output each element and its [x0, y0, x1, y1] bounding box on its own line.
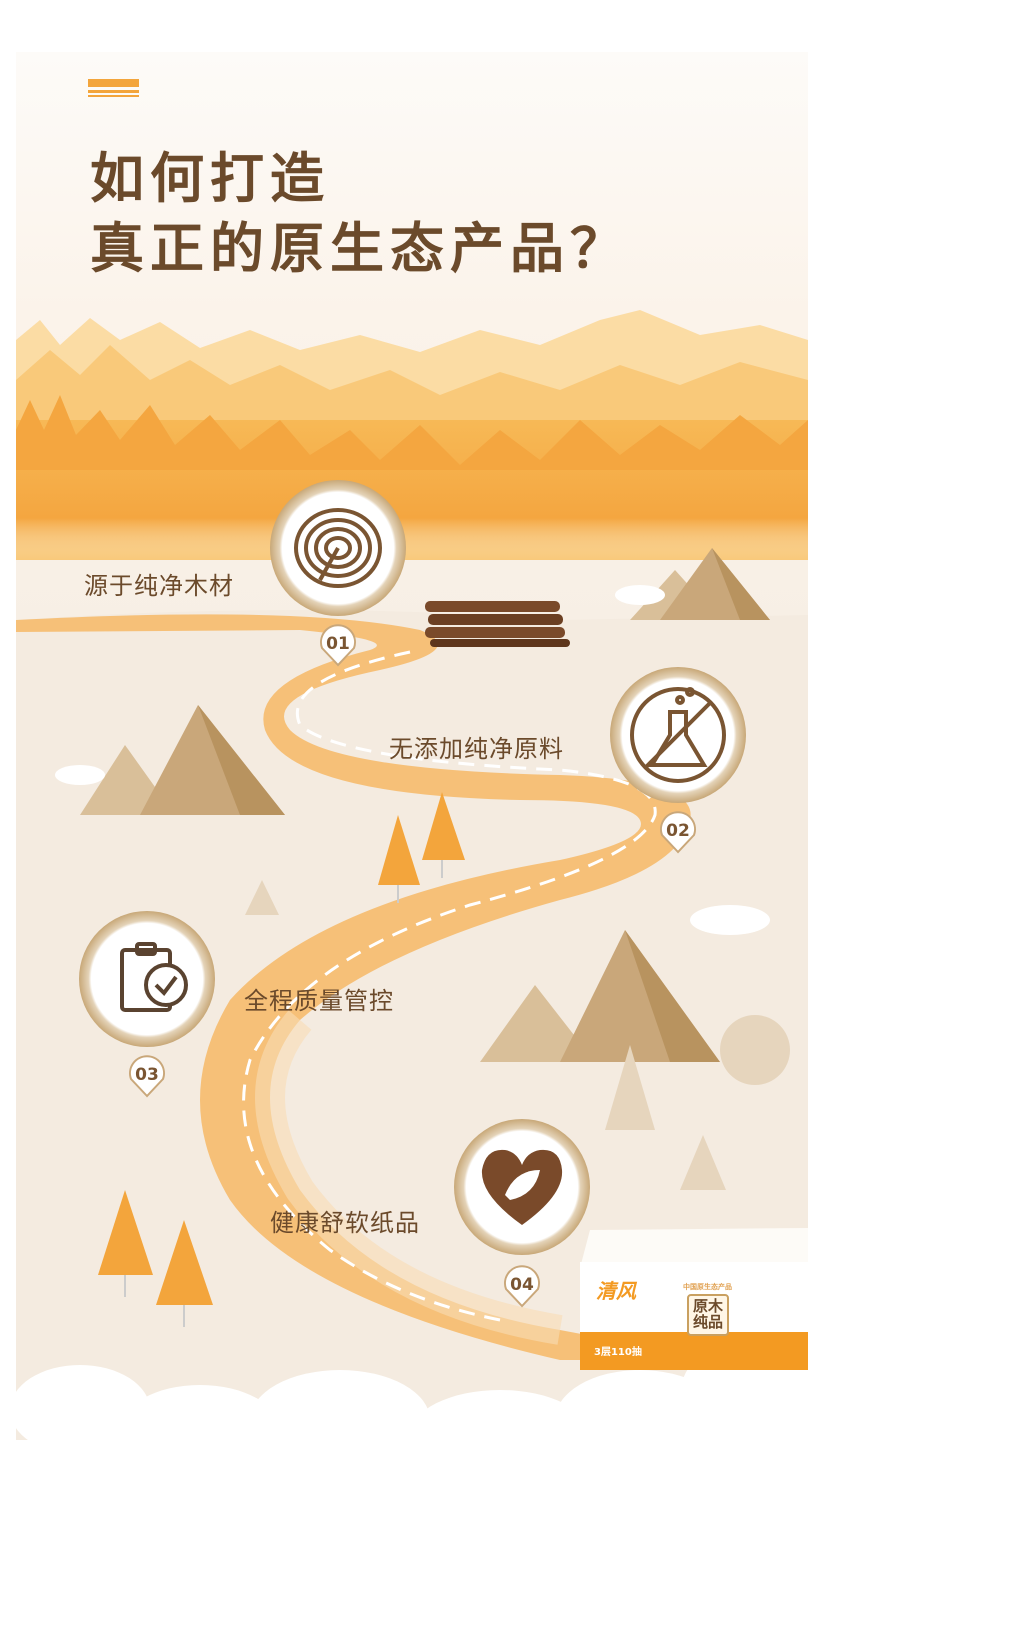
product-box: [580, 1228, 808, 1370]
page-title-line2: 真正的原生态产品？: [90, 217, 630, 280]
pins: [129, 624, 696, 1308]
accent-bar: [88, 79, 139, 87]
clipboard-check-icon: [120, 942, 188, 1012]
tree-rings-icon: [294, 508, 382, 588]
product-name-line2: 纯品: [693, 1313, 724, 1331]
medallion-4: [454, 1119, 590, 1255]
product-spec: 3层110抽: [594, 1347, 642, 1358]
product-name: 原木 纯品: [693, 1298, 723, 1330]
medallion-1: [270, 480, 406, 616]
step-label-1: 源于纯净木材: [84, 572, 234, 600]
product-name-line1: 原木: [693, 1297, 724, 1315]
mountains: [80, 548, 790, 1190]
orange-trees: [98, 792, 465, 1327]
step-number-1: 01: [326, 634, 350, 654]
step-number-3: 03: [135, 1065, 159, 1085]
step-number-2: 02: [666, 821, 690, 841]
medallion-3: [79, 911, 215, 1047]
step-label-3: 全程质量管控: [244, 987, 394, 1015]
product-brand: 清风: [596, 1279, 636, 1303]
log-pile: [425, 601, 570, 647]
step-label-2: 无添加纯净原料: [389, 735, 564, 763]
winding-road: [16, 614, 720, 1360]
step-number-4: 04: [510, 1275, 534, 1295]
step-label-4: 健康舒软纸品: [270, 1209, 420, 1237]
page-title-line1: 如何打造: [90, 147, 330, 210]
medallion-2: [610, 667, 746, 803]
no-chemicals-flask-icon: [630, 687, 726, 783]
product-tagline: 中国原生态产品: [683, 1283, 732, 1291]
